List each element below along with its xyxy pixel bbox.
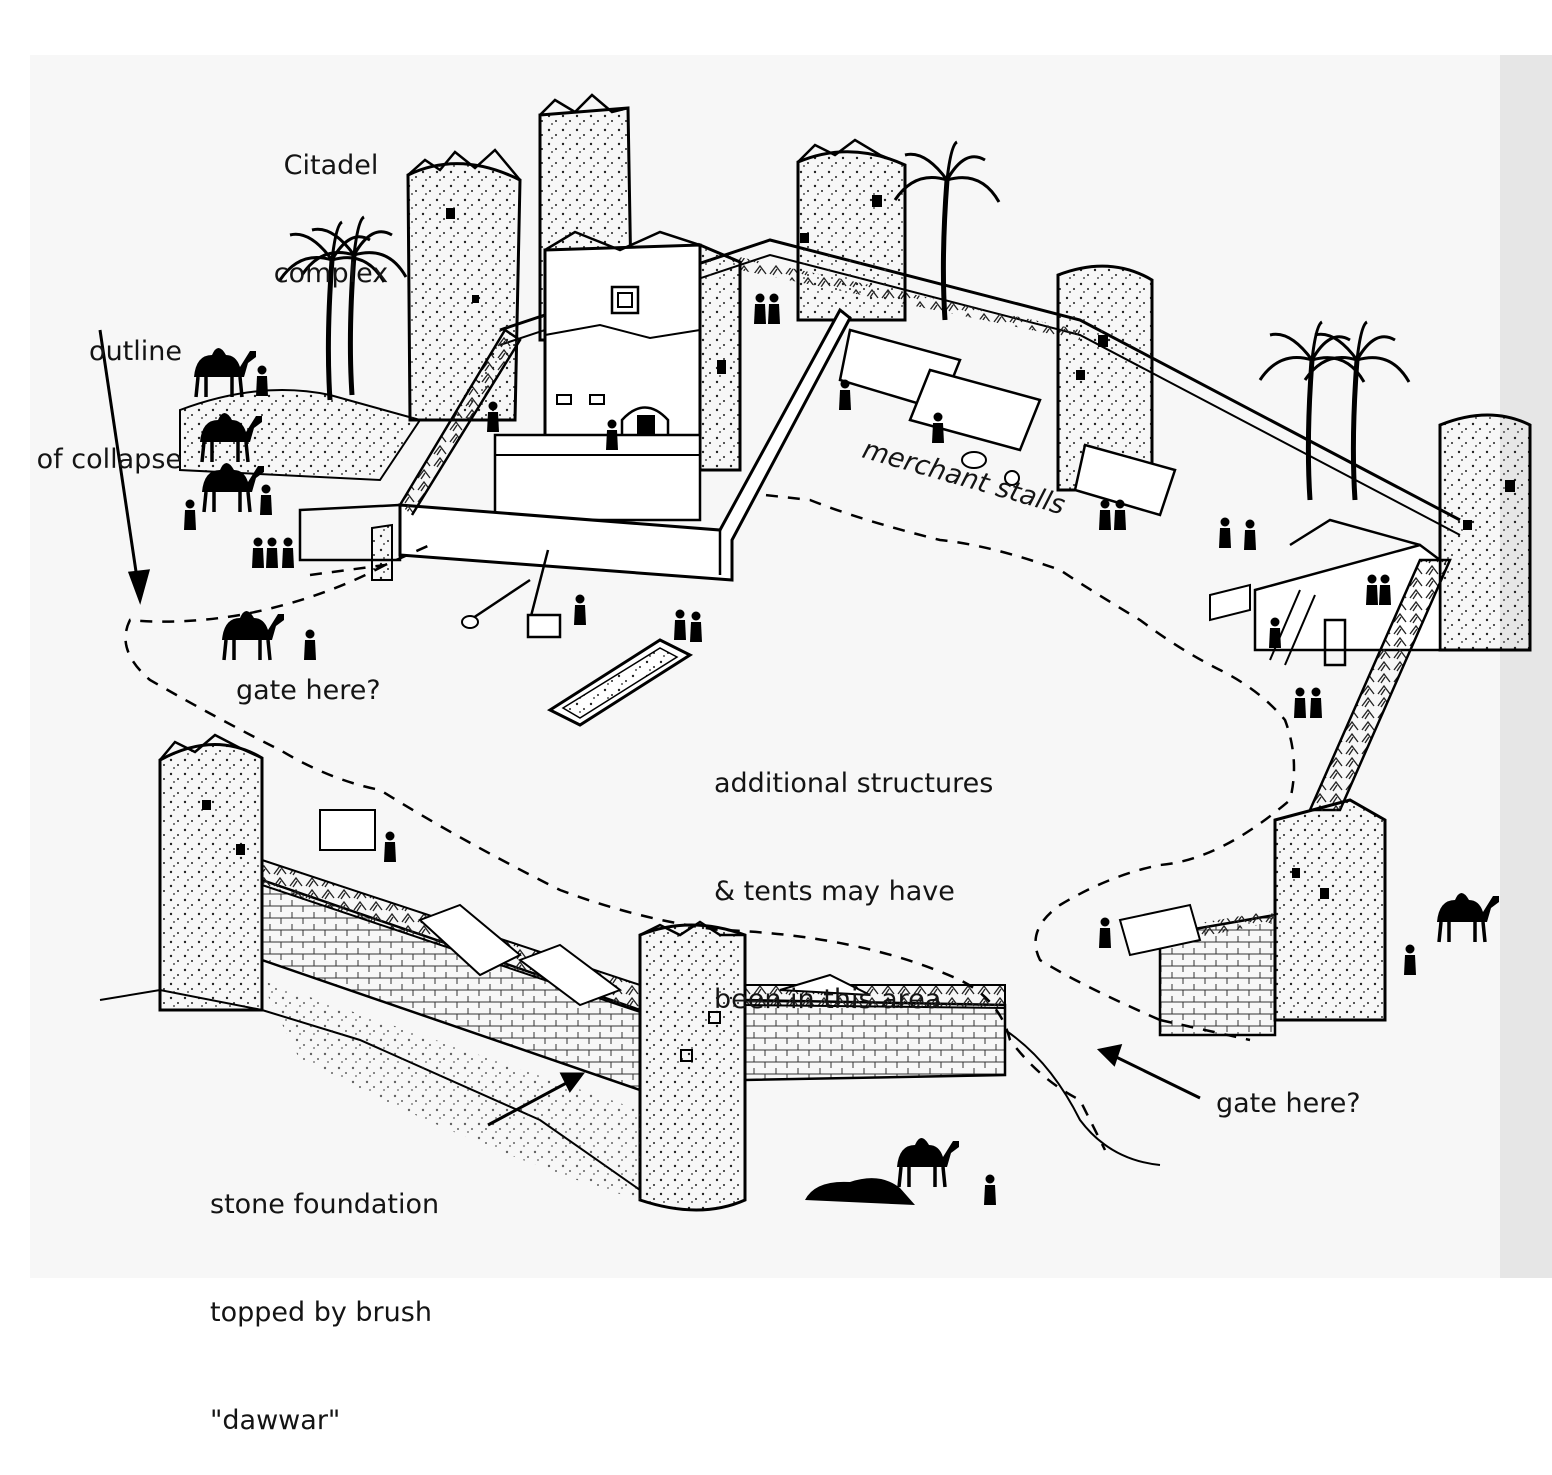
label-collapse-line-1: outline — [89, 336, 182, 367]
label-citadel-line-1: Citadel — [283, 150, 379, 181]
label-stone-line-1: stone foundation — [210, 1189, 440, 1220]
label-citadel-complex: Citadel complex — [256, 76, 406, 328]
people-and-camels — [184, 293, 1501, 1205]
well-and-trough — [461, 549, 694, 727]
label-stone-foundation: stone foundation topped by brush "dawwar… — [210, 1115, 439, 1475]
label-additional-line-3: been in this area — [714, 984, 942, 1015]
front-right-tower — [1118, 798, 1387, 1037]
label-collapse-line-2: of collapse — [36, 444, 182, 475]
label-outline-of-collapse: outline of collapse — [8, 262, 182, 514]
fortified-settlement-illustration — [98, 55, 1552, 1278]
label-additional-line-2: & tents may have — [714, 876, 955, 907]
label-additional-line-1: additional structures — [714, 768, 994, 799]
label-stone-line-3: "dawwar" — [210, 1405, 341, 1436]
merchant-stall-awnings — [838, 328, 1177, 517]
label-citadel-line-2: complex — [273, 258, 389, 289]
label-gate-right: gate here? — [1216, 1088, 1361, 1119]
annotation-arrows — [98, 329, 1201, 1127]
citadel-enclosure-wall — [298, 307, 852, 582]
label-gate-left: gate here? — [236, 675, 381, 706]
front-wall-dawwar — [260, 858, 1007, 1212]
citadel-keep — [493, 230, 742, 522]
collapse-outline — [124, 493, 1296, 1151]
label-stone-line-2: topped by brush — [210, 1297, 432, 1328]
front-left-tower — [158, 733, 376, 1012]
label-additional-structures: additional structures & tents may have b… — [714, 694, 993, 1054]
